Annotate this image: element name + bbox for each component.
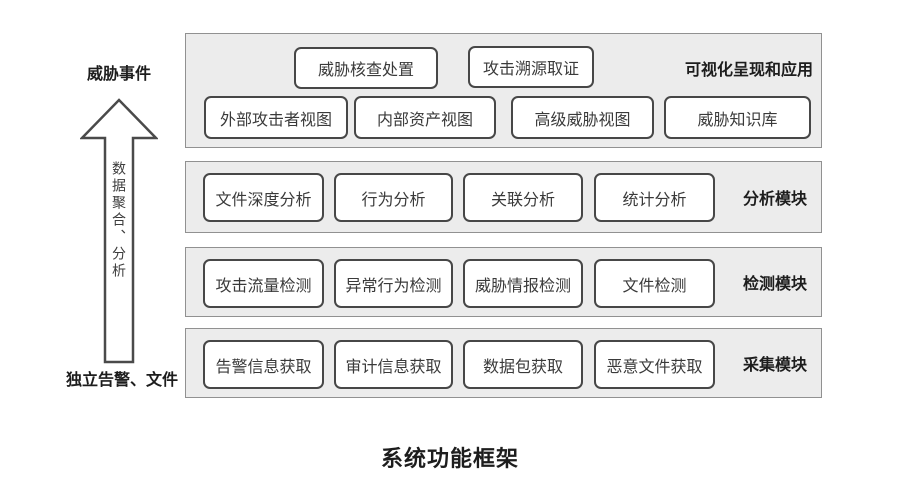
box-threat-investigation: 威胁核查处置 [294, 47, 438, 89]
up-arrow-icon [79, 97, 159, 365]
box-internal-asset-view: 内部资产视图 [354, 96, 496, 139]
box-correlation-analysis: 关联分析 [463, 173, 583, 222]
layer-analysis-band: 文件深度分析 行为分析 关联分析 统计分析 分析模块 [185, 161, 822, 233]
box-threat-intel-detection: 威胁情报检测 [463, 259, 583, 308]
box-audit-info-collection: 审计信息获取 [334, 340, 453, 389]
layer-label-analysis: 分析模块 [742, 191, 807, 208]
box-external-attacker-view: 外部攻击者视图 [204, 96, 348, 139]
box-abnormal-behavior-detection: 异常行为检测 [334, 259, 453, 308]
box-attack-traffic-detection: 攻击流量检测 [203, 259, 324, 308]
box-packet-collection: 数据包获取 [463, 340, 583, 389]
box-file-deep-analysis: 文件深度分析 [203, 173, 324, 222]
box-behavior-analysis: 行为分析 [334, 173, 453, 222]
diagram-title: 系统功能框架 [380, 446, 519, 471]
independent-alert-file-label: 独立告警、文件 [65, 372, 178, 389]
box-threat-knowledge-base: 威胁知识库 [664, 96, 811, 139]
threat-event-label: 威胁事件 [86, 66, 151, 83]
box-attack-traceback: 攻击溯源取证 [468, 46, 594, 88]
box-malicious-file-collection: 恶意文件获取 [594, 340, 715, 389]
layer-label-detection: 检测模块 [742, 276, 807, 293]
data-aggregation-label: 数据聚合、分析 [111, 160, 127, 280]
box-advanced-threat-view: 高级威胁视图 [511, 96, 654, 139]
layer-label-visualization: 可视化呈现和应用 [684, 62, 813, 79]
layer-collection-band: 告警信息获取 审计信息获取 数据包获取 恶意文件获取 采集模块 [185, 328, 822, 398]
layer-label-collection: 采集模块 [742, 357, 807, 374]
layer-detection-band: 攻击流量检测 异常行为检测 威胁情报检测 文件检测 检测模块 [185, 247, 822, 317]
box-alert-info-collection: 告警信息获取 [203, 340, 324, 389]
box-file-detection: 文件检测 [594, 259, 715, 308]
box-statistical-analysis: 统计分析 [594, 173, 715, 222]
layer-visualization-band: 威胁核查处置 攻击溯源取证 可视化呈现和应用 外部攻击者视图 内部资产视图 高级… [185, 33, 822, 148]
